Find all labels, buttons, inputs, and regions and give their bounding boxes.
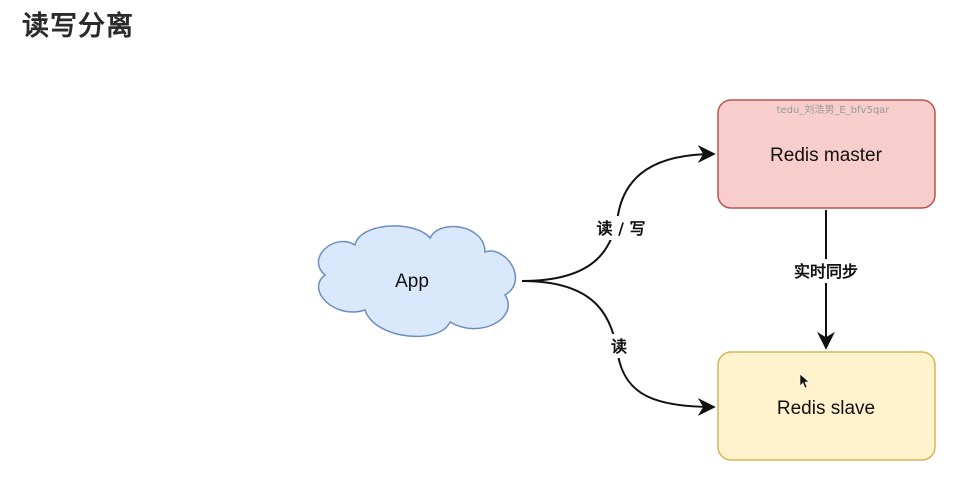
redis-slave-node: Redis slave [717,351,936,461]
edge-app-to-master [521,145,716,282]
mouse-cursor-icon [799,373,810,389]
edge-label-realtime-sync: 实时同步 [794,262,858,281]
redis-slave-label: Redis slave [777,398,875,419]
edge-label-read-write: 读 / 写 [597,219,646,238]
page-title: 读写分离 [22,11,134,42]
app-node: App [317,225,517,338]
watermark-text: tedu_刘浩男_E_bfv5qar [777,104,891,116]
redis-slave-box [717,351,936,461]
edge-label-read: 读 [611,337,627,356]
app-cloud-shape [317,225,517,338]
redis-master-box [717,99,936,209]
redis-master-label: Redis master [770,145,883,166]
redis-master-node: tedu_刘浩男_E_bfv5qar Redis master [717,99,936,209]
app-label: App [395,271,429,292]
